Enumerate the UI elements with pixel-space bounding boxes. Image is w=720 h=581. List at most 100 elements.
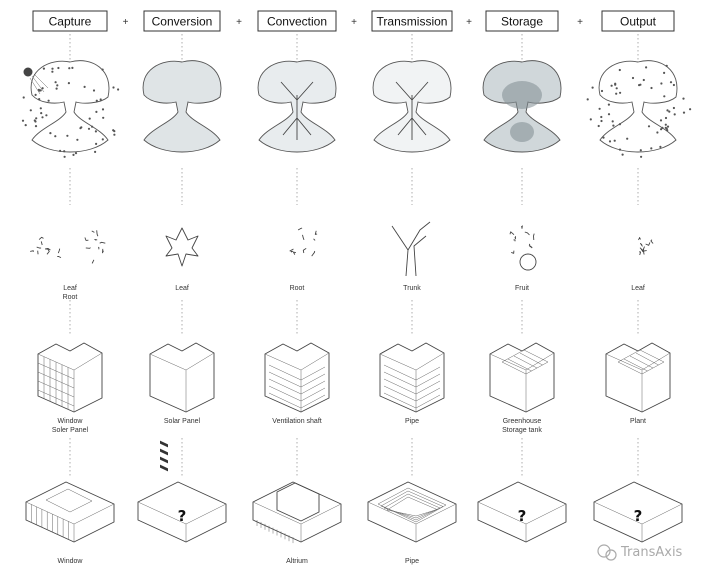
- particle-dot: [55, 87, 58, 90]
- particle-dot: [618, 123, 622, 126]
- building-edges: [489, 352, 555, 412]
- pipe-loop: [380, 490, 444, 521]
- solar-panel: [160, 440, 168, 448]
- trunk-branches: [280, 81, 314, 140]
- particle-dot: [51, 70, 54, 73]
- plus-connector: +: [236, 17, 242, 28]
- particle-dot: [66, 134, 69, 137]
- particle-dot: [626, 137, 629, 140]
- building-outline: [379, 342, 445, 413]
- sun-icon: [23, 67, 33, 77]
- particle-dot: [112, 86, 115, 89]
- facade-line: [37, 371, 75, 389]
- particle-dot: [57, 66, 60, 70]
- particle-dot: [117, 88, 120, 91]
- unknown-mark: ?: [518, 507, 527, 525]
- particle-dot: [40, 112, 43, 115]
- organ-caption: Root: [63, 294, 78, 301]
- particle-dot: [67, 82, 70, 85]
- floor-line: [383, 364, 441, 381]
- particle-dot: [615, 87, 618, 90]
- building-outline: [605, 342, 671, 413]
- unknown-mark: ?: [634, 507, 643, 525]
- slab-edges: [593, 501, 683, 542]
- particle-dot: [95, 142, 98, 145]
- watermark: TransAxis: [597, 544, 683, 561]
- particle-dot: [37, 88, 41, 91]
- particle-dot: [682, 97, 685, 100]
- particle-dot: [600, 89, 604, 93]
- fruit-icon: [519, 253, 537, 271]
- particle-dot: [665, 127, 668, 130]
- stage-label: Capture: [49, 15, 92, 29]
- particle-dot: [589, 118, 592, 121]
- plus-connector: +: [577, 17, 583, 28]
- particle-dot: [74, 152, 78, 155]
- particle-dot: [95, 99, 98, 102]
- particle-dot: [608, 140, 612, 143]
- organ-caption: Fruit: [515, 285, 529, 292]
- floor-line: [268, 385, 326, 402]
- particle-dot: [63, 150, 66, 153]
- wechat-icon: [597, 544, 611, 558]
- building-edges: [379, 352, 445, 412]
- particle-dot: [101, 68, 104, 71]
- building-outline: [489, 342, 555, 413]
- particle-dot: [113, 133, 116, 136]
- particle-dot: [83, 85, 86, 88]
- particle-dot: [94, 130, 97, 133]
- organ-caption: Trunk: [403, 285, 421, 292]
- roof-grid: [617, 349, 665, 375]
- roof-grid: [629, 355, 654, 369]
- particle-dot: [54, 135, 57, 138]
- stage-header: [32, 10, 108, 32]
- particle-dot: [614, 82, 617, 85]
- particle-dot: [650, 147, 653, 150]
- particle-dot: [663, 95, 666, 98]
- particle-dot: [34, 93, 37, 96]
- slab-edges: [367, 501, 457, 542]
- particle-dot: [87, 127, 91, 130]
- stage-label: Convection: [267, 15, 327, 29]
- pipe-loop: [377, 487, 447, 523]
- building-outline: [149, 342, 215, 413]
- floor-line: [383, 371, 441, 388]
- particle-dot: [611, 120, 614, 123]
- building-edges: [149, 352, 215, 412]
- atrium-volume: [276, 482, 320, 522]
- particle-dot: [619, 91, 622, 94]
- tree-silhouette: [142, 60, 222, 153]
- particle-dot: [21, 119, 25, 122]
- particle-dot: [642, 78, 645, 82]
- roof-grid: [635, 352, 659, 366]
- particle-dot: [639, 149, 642, 152]
- plus-connector: +: [466, 17, 472, 28]
- particle-dot: [663, 71, 666, 74]
- particle-dot: [607, 113, 611, 116]
- particle-dot: [54, 81, 57, 84]
- slab-outline: [252, 481, 342, 543]
- particle-dot: [618, 68, 621, 72]
- particle-dot: [672, 83, 676, 87]
- particle-dot: [645, 66, 648, 69]
- particle-dot: [639, 83, 642, 86]
- building-edges: [264, 352, 330, 412]
- particle-dot: [68, 67, 71, 70]
- trunk-branches: [395, 81, 429, 140]
- particle-dot: [102, 116, 105, 119]
- example-caption: Altrium: [286, 558, 308, 565]
- particle-dot: [51, 67, 54, 70]
- organ-caption: Leaf: [631, 285, 645, 292]
- particle-dot: [598, 107, 601, 110]
- particle-dot: [95, 110, 98, 113]
- building-caption: Pipe: [405, 418, 419, 425]
- building-caption: Greenhouse: [503, 418, 542, 425]
- roof-grid: [623, 358, 648, 372]
- particle-dot: [600, 119, 603, 123]
- particle-dot: [666, 109, 669, 112]
- foliage-sketch: [30, 236, 62, 259]
- particle-dot: [612, 124, 615, 127]
- tree-silhouette: [598, 60, 678, 153]
